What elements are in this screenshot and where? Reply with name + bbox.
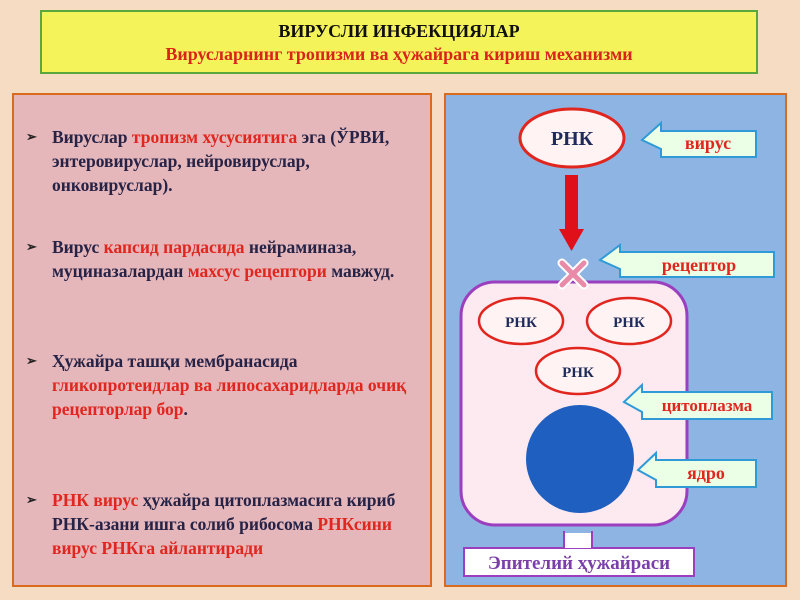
bullet-text: РНК вирус ҳужайра цитоплазмасига кириб Р… <box>52 488 421 560</box>
text-panel: ➢ Вируслар тропизм хусусиятига эга (ЎРВИ… <box>12 93 432 587</box>
page-subtitle: Вирусларнинг тропизми ва ҳужайрага кириш… <box>165 44 633 64</box>
bullet-item: ➢ Ҳужайра ташқи мембранасида гликопротеи… <box>26 349 421 421</box>
bullet-arrow-icon: ➢ <box>26 492 37 507</box>
highlight-text: гликопротеидлар ва липосахаридларда очиқ… <box>52 375 407 419</box>
bullet-text: Вируслар тропизм хусусиятига эга (ЎРВИ, … <box>52 125 421 197</box>
receptor-label-callout: рецептор <box>598 243 775 278</box>
body-text: Вирус <box>52 237 104 257</box>
body-text: . <box>183 399 188 419</box>
bullet-arrow-icon: ➢ <box>26 353 37 368</box>
nucleus-label-callout: ядро <box>636 450 757 488</box>
nucleus-label: ядро <box>687 463 725 483</box>
body-text: нейраминаза, муциназалардан <box>52 237 357 281</box>
body-text: ҳужайра цитоплазмасига кириб РНК-азани и… <box>52 490 396 534</box>
cell-label-callout: Эпителий ҳужайраси <box>463 531 695 577</box>
bullet-item: ➢ Вируслар тропизм хусусиятига эга (ЎРВИ… <box>26 125 421 197</box>
bullet-text: Вирус капсид пардасида нейраминаза, муци… <box>52 235 421 283</box>
receptor-icon <box>557 258 589 290</box>
receptor-label: рецептор <box>662 255 736 275</box>
virus-rna-text: РНК <box>551 128 594 150</box>
bullet-arrow-icon: ➢ <box>26 239 37 254</box>
virus-label-callout: вирус <box>640 120 757 158</box>
body-text: Ҳужайра ташқи мембранасида <box>52 351 298 371</box>
highlight-text: РНКсини вирус РНКга айлантиради <box>52 514 392 558</box>
inner-rna-oval <box>534 346 622 396</box>
highlight-text: махсус рецептори <box>187 261 327 281</box>
bullet-text: Ҳужайра ташқи мембранасида гликопротеидл… <box>52 349 421 421</box>
inner-rna-text: РНК <box>505 315 537 331</box>
highlight-text: капсид пардасида <box>103 237 245 257</box>
bullet-item: ➢ РНК вирус ҳужайра цитоплазмасига кириб… <box>26 488 421 560</box>
inner-rna-text: РНК <box>562 365 594 381</box>
cytoplasm-label: цитоплазма <box>662 396 753 415</box>
body-text: мавжуд. <box>326 261 395 281</box>
nucleus-circle <box>526 405 634 513</box>
body-text: Вируслар <box>52 127 132 147</box>
bullet-arrow-icon: ➢ <box>26 129 37 144</box>
highlight-text: тропизм хусусиятига <box>131 127 298 147</box>
entry-arrow-icon <box>559 175 584 251</box>
virus-rna-oval <box>518 107 626 169</box>
cell-label: Эпителий ҳужайраси <box>488 553 670 574</box>
virus-entry-diagram: РНК вирус рецептор РНК РНК <box>459 107 775 577</box>
inner-rna-oval <box>477 296 565 346</box>
title-box: ВИРУСЛИ ИНФЕКЦИЯЛАР Вирусларнинг тропизм… <box>40 10 758 74</box>
highlight-text: РНК вирус <box>52 490 139 510</box>
inner-rna-oval <box>585 296 673 346</box>
cytoplasm-label-callout: цитоплазма <box>622 382 773 420</box>
page-title: ВИРУСЛИ ИНФЕКЦИЯЛАР <box>278 21 520 41</box>
inner-rna-text: РНК <box>613 315 645 331</box>
body-text: эга (ЎРВИ, энтеровируслар, нейровируслар… <box>52 127 390 195</box>
virus-label: вирус <box>685 133 731 153</box>
diagram-panel: РНК вирус рецептор РНК РНК <box>444 93 787 587</box>
bullet-item: ➢ Вирус капсид пардасида нейраминаза, му… <box>26 235 421 283</box>
